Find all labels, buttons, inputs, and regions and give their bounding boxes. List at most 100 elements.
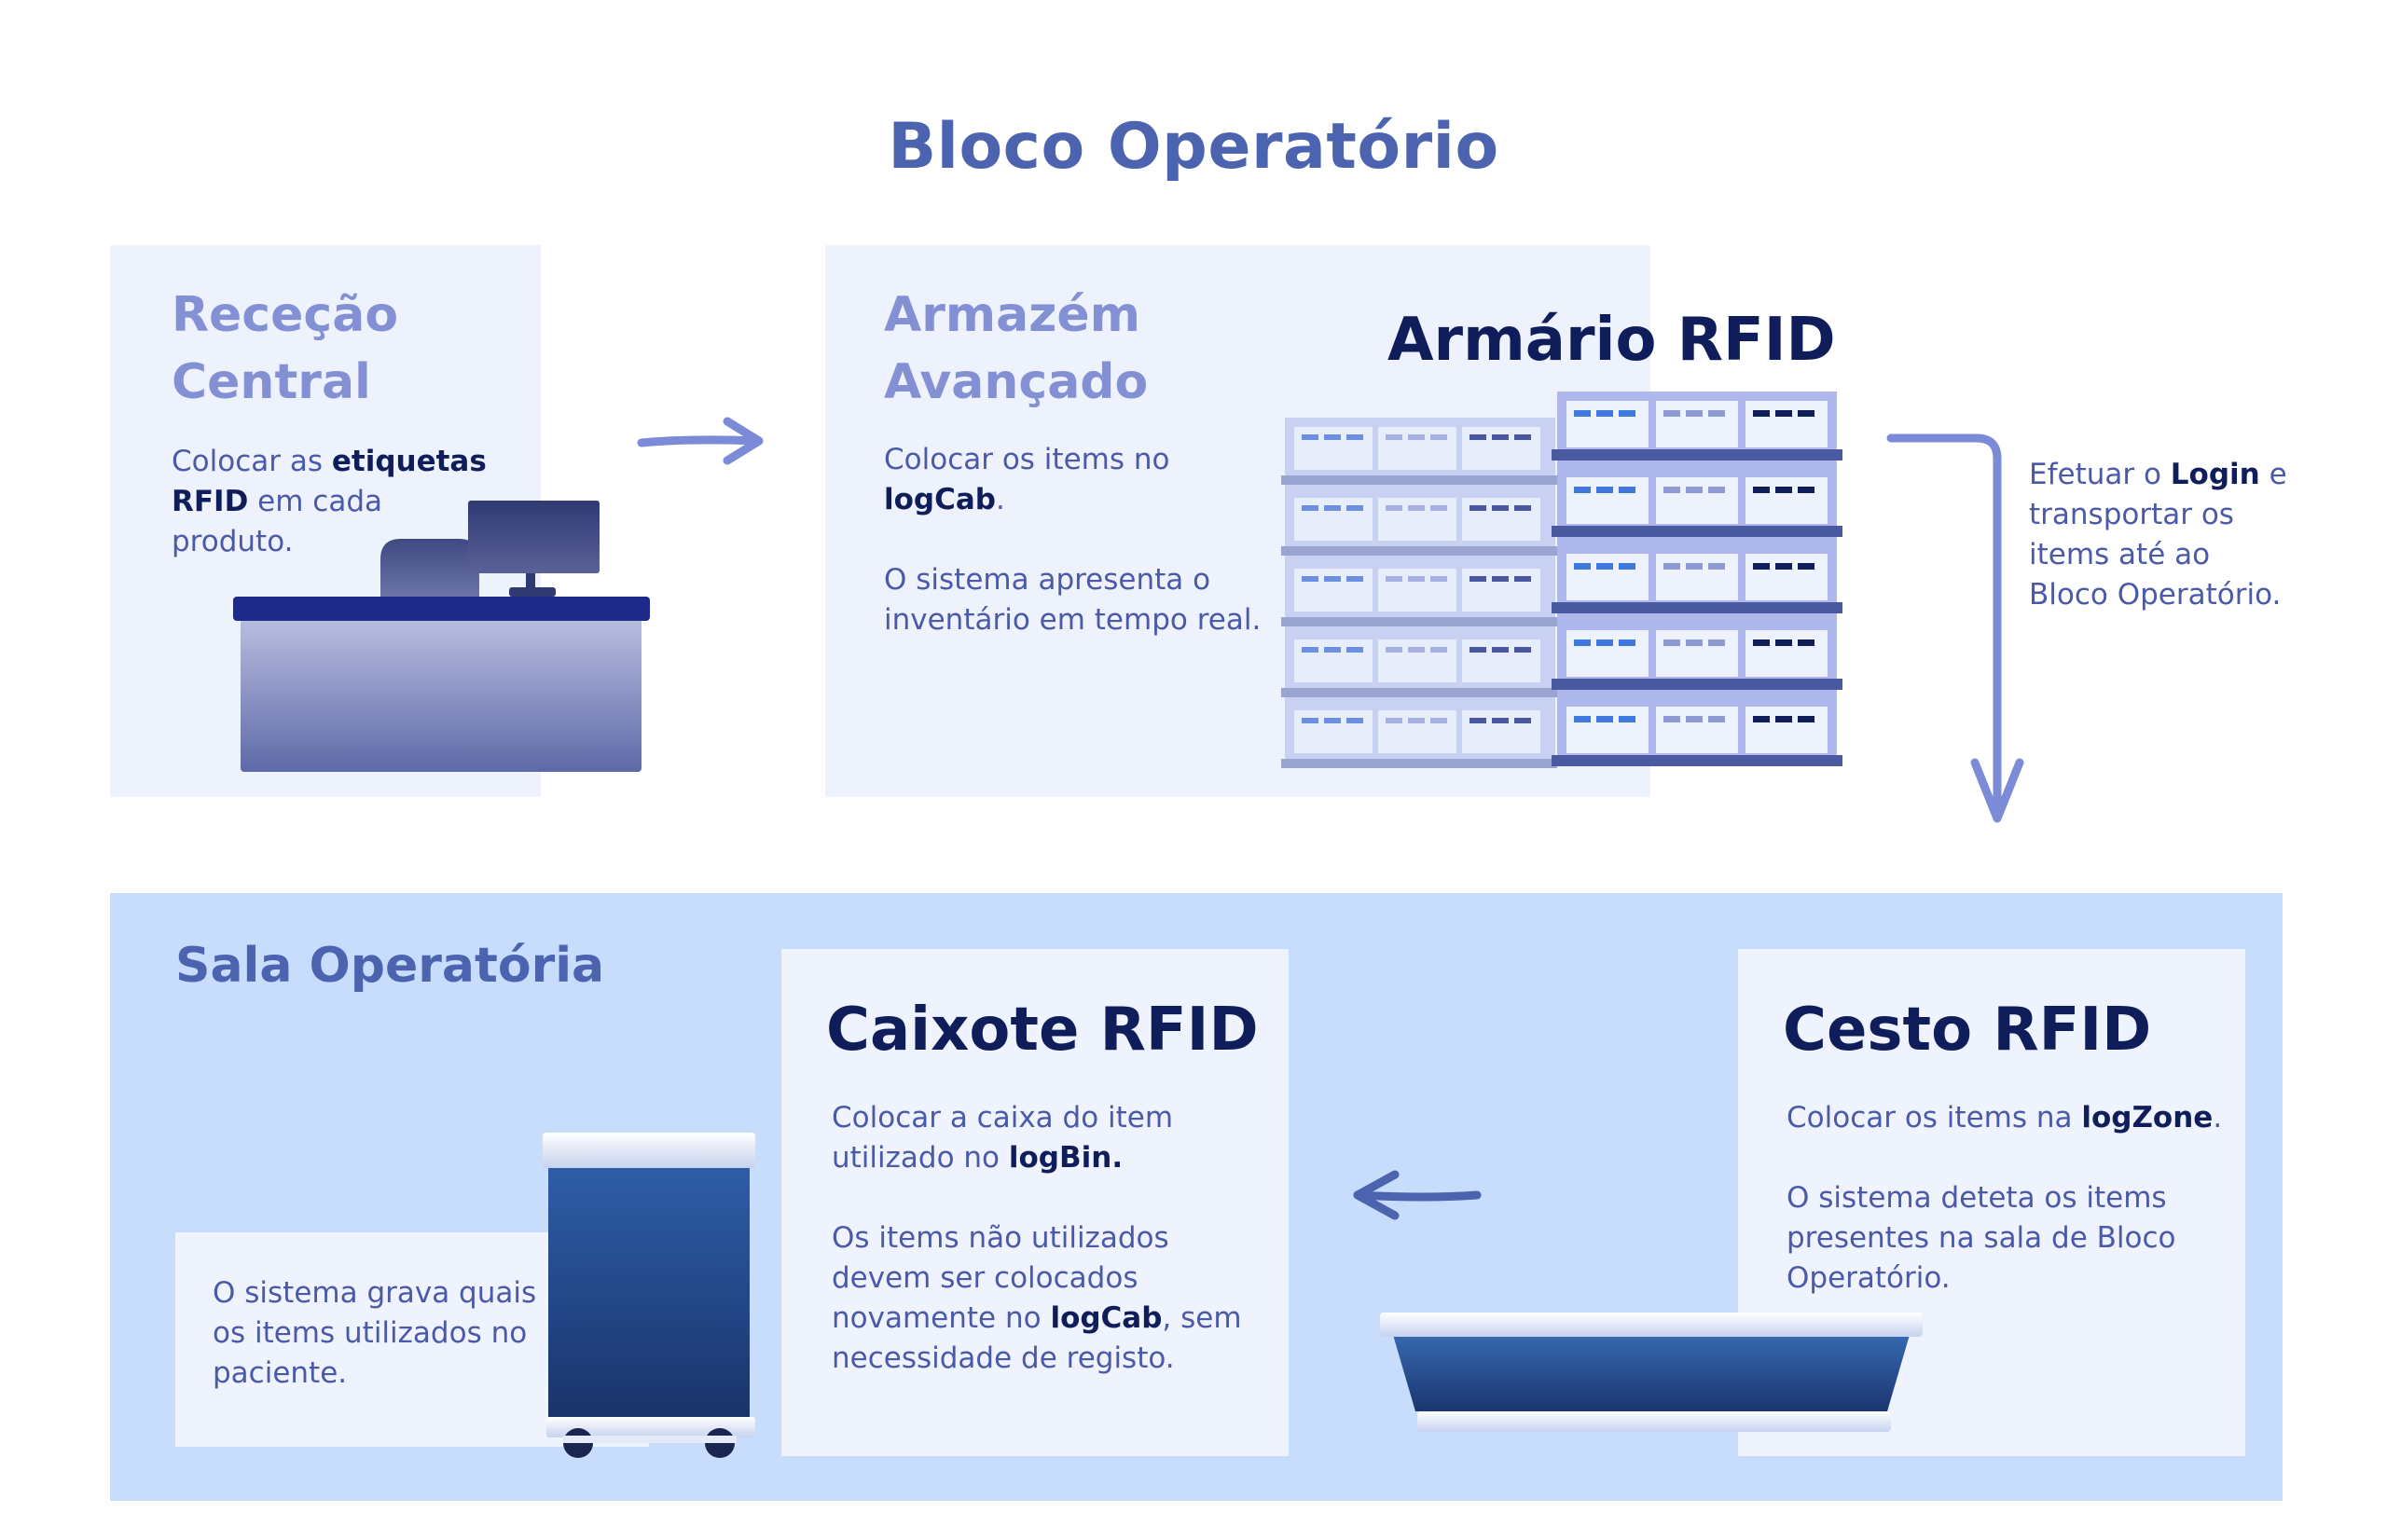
- cabinet-back-drawer: [1294, 427, 1373, 470]
- cabinet-back-tag: [1514, 647, 1531, 653]
- cabinet-front-shelf: [1552, 449, 1842, 461]
- caixote-rfid-card: [781, 949, 1289, 1456]
- cabinet-back-tag: [1514, 505, 1531, 511]
- cabinet-back-tag: [1430, 576, 1447, 582]
- cabinet-back-tag: [1469, 505, 1486, 511]
- cabinet-front-tag: [1798, 563, 1814, 570]
- armario-rfid-heading: Armário RFID: [1387, 306, 1836, 375]
- cabinet-back-drawer: [1462, 427, 1540, 470]
- cabinet-front-tag: [1619, 563, 1635, 570]
- cabinet-front-shelf: [1552, 602, 1842, 613]
- page-title: Bloco Operatório: [888, 110, 1499, 184]
- cabinet-front-tag: [1753, 410, 1770, 417]
- cabinet-back-drawer: [1378, 498, 1456, 541]
- cabinet-front-tag: [1596, 716, 1613, 722]
- cabinet-back-tag: [1430, 718, 1447, 723]
- cabinet-front-tag: [1708, 487, 1725, 493]
- cabinet-back-tag: [1514, 434, 1531, 440]
- cabinet-front-tag: [1596, 639, 1613, 646]
- cabinet-back-tag: [1324, 434, 1341, 440]
- cesto-description: Colocar os items na logZone. O sistema d…: [1787, 1101, 2223, 1295]
- cabinet-front-tag: [1574, 410, 1591, 417]
- cabinet-back-tag: [1386, 434, 1402, 440]
- cabinet-back-tag: [1430, 647, 1447, 653]
- cabinet-back-drawer: [1378, 427, 1456, 470]
- cabinet-back-tag: [1408, 718, 1425, 723]
- cabinet-front-tag: [1663, 410, 1680, 417]
- cabinet-front-drawer: [1656, 401, 1738, 447]
- cabinet-front-drawer: [1566, 707, 1649, 753]
- cabinet-front-drawer: [1745, 630, 1828, 677]
- cabinet-front-drawer: [1745, 554, 1828, 600]
- cabinet-back-tag: [1514, 718, 1531, 723]
- cabinet-back-shelf: [1281, 617, 1557, 626]
- cabinet-back-drawer: [1462, 498, 1540, 541]
- cabinet-back-tag: [1324, 576, 1341, 582]
- caixote-rfid-heading: Caixote RFID: [826, 996, 1259, 1065]
- cabinet-back-tag: [1346, 434, 1363, 440]
- cabinet-front-tag: [1798, 639, 1814, 646]
- cabinet-back-drawer: [1378, 710, 1456, 753]
- cabinet-front-tag: [1596, 487, 1613, 493]
- cabinet-back-tag: [1492, 505, 1509, 511]
- cabinet-front-tag: [1753, 563, 1770, 570]
- cabinet-front-tag: [1619, 639, 1635, 646]
- transport-instructions: Efetuar o Login e transportar os items a…: [2029, 458, 2287, 612]
- cabinet-front-tag: [1798, 410, 1814, 417]
- cabinet-back-tag: [1324, 505, 1341, 511]
- cabinet-back-shelf: [1281, 759, 1557, 768]
- cabinet-front-drawer: [1745, 477, 1828, 524]
- cabinet-front-tag: [1753, 487, 1770, 493]
- cabinet-front-tag: [1663, 487, 1680, 493]
- cabinet-front-drawer: [1745, 401, 1828, 447]
- cabinet-back-tag: [1302, 647, 1318, 653]
- sala-note-text: O sistema grava quais os items utilizado…: [213, 1276, 537, 1390]
- cabinet-back-tag: [1408, 505, 1425, 511]
- cabinet-front-tag: [1708, 639, 1725, 646]
- cabinet-back-drawer: [1462, 569, 1540, 612]
- cabinet-back-tag: [1302, 434, 1318, 440]
- cabinet-front-tag: [1574, 639, 1591, 646]
- cabinet-front-drawer: [1656, 630, 1738, 677]
- cabinet-back-tag: [1492, 718, 1509, 723]
- armazem-heading-line1: Armazém: [884, 287, 1140, 343]
- cabinet-front-shelf: [1552, 755, 1842, 766]
- cabinet-back-drawer: [1294, 710, 1373, 753]
- cabinet-front-tag: [1619, 716, 1635, 722]
- cabinet-front-drawer: [1566, 477, 1649, 524]
- rececao-heading-line2: Central: [172, 354, 371, 410]
- cabinet-front-drawer: [1566, 401, 1649, 447]
- cabinet-back-tag: [1346, 576, 1363, 582]
- cabinet-front-tag: [1663, 563, 1680, 570]
- cabinet-front-drawer: [1566, 554, 1649, 600]
- cabinet-back-tag: [1408, 647, 1425, 653]
- cabinet-back-shelf: [1281, 475, 1557, 485]
- cabinet-back-tag: [1324, 718, 1341, 723]
- cabinet-back-shelf: [1281, 688, 1557, 697]
- armazem-heading-line2: Avançado: [884, 354, 1149, 410]
- cabinet-front-tag: [1596, 410, 1613, 417]
- cabinet-front-tag: [1775, 563, 1792, 570]
- cabinet-front-shelf: [1552, 679, 1842, 690]
- cabinet-back-tag: [1346, 718, 1363, 723]
- cabinet-front-tag: [1663, 639, 1680, 646]
- cabinet-front-tag: [1775, 639, 1792, 646]
- cabinet-back-tag: [1492, 647, 1509, 653]
- cabinet-back-tag: [1386, 718, 1402, 723]
- cabinet-back-tag: [1469, 576, 1486, 582]
- cabinet-front-tag: [1753, 639, 1770, 646]
- cabinet-back-drawer: [1378, 639, 1456, 682]
- caixote-description: Colocar a caixa do item utilizado no log…: [832, 1101, 1242, 1375]
- cabinet-back-tag: [1492, 576, 1509, 582]
- cabinet-back-tag: [1386, 505, 1402, 511]
- cabinet-front-tag: [1574, 716, 1591, 722]
- cabinet-front-tag: [1686, 716, 1703, 722]
- cabinet-front-shelf: [1552, 526, 1842, 537]
- cabinet-front-tag: [1775, 487, 1792, 493]
- cabinet-front-tag: [1619, 410, 1635, 417]
- cabinet-front-tag: [1775, 410, 1792, 417]
